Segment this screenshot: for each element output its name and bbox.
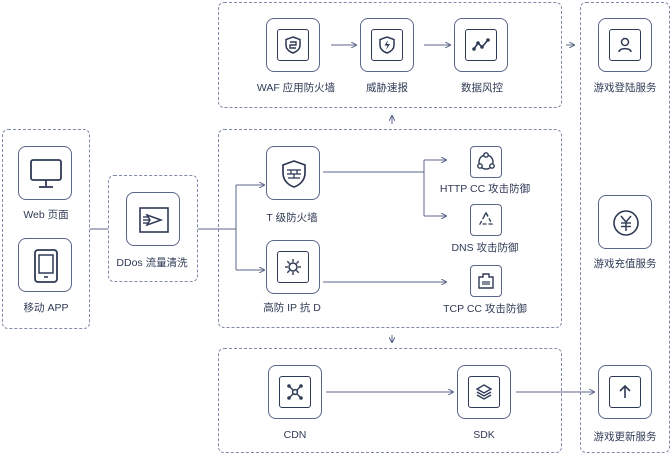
ethernet-icon [478,273,494,289]
lightning-shield-icon [371,29,403,61]
upload-arrow-icon [609,376,641,408]
risk-node[interactable] [454,18,508,72]
tcpcc-label: TCP CC 攻击防御 [443,303,527,315]
threat-node[interactable] [360,18,414,72]
tcpcc-node[interactable] [470,265,502,297]
dns-node[interactable] [470,204,502,236]
dns-label: DNS 攻击防御 [451,242,519,254]
web-label: Web 页面 [23,209,69,221]
app-label: 移动 APP [23,302,69,314]
network-triangle-icon [477,152,495,170]
shield-send-icon [139,207,169,233]
top-service-group [218,2,562,108]
middle-service-group [218,129,562,328]
login-node[interactable] [598,18,652,72]
sun-gear-icon [277,251,309,283]
pay-label: 游戏充值服务 [593,258,657,270]
phone-icon [34,249,58,283]
yen-icon [613,210,639,236]
cdn-node[interactable] [268,365,322,419]
waf-node[interactable] [266,18,320,72]
tfw-node[interactable] [266,146,320,200]
sdk-label: SDK [473,429,495,441]
client-group [2,129,90,329]
user-icon [609,29,641,61]
tfw-label: T 级防火墙 [266,212,318,224]
app-node[interactable] [18,238,72,292]
waf-label: WAF 应用防火墙 [256,82,336,94]
firewall-shield-icon [282,160,306,188]
waf-shield-icon [277,29,309,61]
ddos-group [108,175,198,282]
chart-icon [465,29,497,61]
update-node[interactable] [598,365,652,419]
web-node[interactable] [18,146,72,200]
recycle-icon [478,211,494,225]
sdk-node[interactable] [457,365,511,419]
threat-label: 威胁速报 [366,82,408,94]
cdn-label: CDN [283,429,307,441]
risk-label: 数据风控 [461,82,503,94]
game-services-group [580,2,670,453]
login-label: 游戏登陆服务 [593,82,657,94]
monitor-icon [30,159,62,188]
cluster-icon [279,376,311,408]
layers-icon [468,376,500,408]
ddos-label: DDos 流量清洗 [116,257,188,269]
httpcc-label: HTTP CC 攻击防御 [439,183,531,195]
bottom-service-group [218,348,562,453]
ddos-node[interactable] [126,192,180,246]
httpcc-node[interactable] [470,146,502,178]
pay-node[interactable] [598,195,652,249]
update-label: 游戏更新服务 [593,431,657,443]
hip-node[interactable] [266,240,320,294]
hip-label: 高防 IP 抗 D [263,302,321,314]
